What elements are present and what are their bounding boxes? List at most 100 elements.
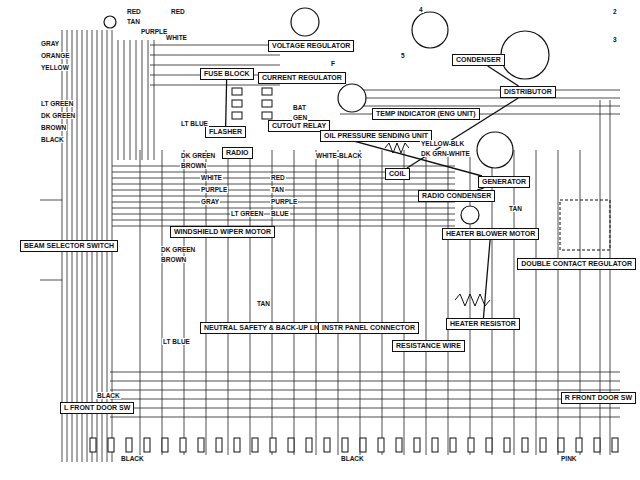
component-name: L FRONT DOOR SW: [64, 404, 130, 412]
connector-terminal: [198, 438, 204, 452]
connector-terminal: [468, 438, 474, 452]
connector-terminal: [558, 438, 564, 452]
wire: [150, 65, 280, 66]
wire-color-label: LT GREEN: [230, 210, 264, 217]
connector-terminal: [612, 438, 618, 452]
fuse-symbol: [262, 112, 272, 119]
connector-terminal: [360, 438, 366, 452]
wire: [580, 150, 581, 455]
wire: [272, 150, 273, 455]
coil-symbol: [385, 143, 409, 153]
component-label-box: RESISTANCE WIRE: [392, 340, 465, 352]
wire-color-label: RED: [126, 8, 142, 15]
wire: [340, 98, 620, 99]
wire-color-label: TAN: [126, 18, 141, 25]
component-housing: [412, 12, 448, 48]
component-housing: [104, 16, 116, 28]
connector-terminal: [594, 438, 600, 452]
wire-color-label: 3: [612, 36, 618, 43]
component-housing: [501, 31, 549, 79]
component-name: WINDSHIELD WIPER MOTOR: [174, 228, 271, 236]
wire: [130, 40, 131, 160]
component-label-box: COIL: [385, 168, 410, 180]
component-name: CONDENSER: [456, 56, 501, 64]
wire-color-label: BAT: [292, 104, 307, 111]
component-housing: [291, 8, 319, 36]
component-label-box: WINDSHIELD WIPER MOTOR: [170, 226, 275, 238]
component-name: HEATER BLOWER MOTOR: [446, 230, 535, 238]
wire: [184, 150, 185, 455]
wire: [142, 40, 143, 160]
wire: [536, 150, 537, 455]
connector-terminal: [288, 438, 294, 452]
component-name: DOUBLE CONTACT REGULATOR: [521, 260, 632, 268]
connector-terminal: [180, 438, 186, 452]
wire-connector: [483, 240, 490, 318]
wire: [150, 85, 280, 86]
connector-terminal: [234, 438, 240, 452]
wire: [404, 150, 405, 455]
wire-color-label: 2: [612, 8, 618, 15]
wire: [110, 408, 620, 409]
wire-color-label: BLACK: [40, 136, 65, 143]
component-label-box: RADIO CONDENSER: [418, 190, 495, 202]
wire: [112, 196, 455, 197]
wire-color-label: LT BLUE: [162, 338, 191, 345]
connector-terminal: [576, 438, 582, 452]
wire-color-label: BROWN: [180, 162, 207, 169]
component-name: CURRENT REGULATOR: [262, 74, 342, 82]
component-name: COIL: [389, 170, 406, 178]
wire-color-label: GRAY: [40, 40, 60, 47]
fuse-symbol: [232, 88, 242, 95]
connector-terminal: [162, 438, 168, 452]
wire: [250, 150, 251, 455]
wire: [154, 40, 155, 160]
wire: [382, 150, 383, 455]
wire: [558, 150, 559, 455]
component-label-box: INSTR PANEL CONNECTOR: [318, 322, 419, 334]
fuse-symbol: [232, 112, 242, 119]
component-name: FLASHER: [209, 128, 242, 136]
component-housing: [461, 206, 479, 224]
wire-color-label: LT BLUE: [180, 120, 209, 127]
wire-color-label: TAN: [256, 300, 271, 307]
wire: [340, 90, 620, 91]
wire-color-label: BLACK: [340, 455, 365, 462]
wire-color-label: RED: [270, 174, 286, 181]
wire: [150, 45, 280, 46]
wire-color-label: GEN: [292, 114, 308, 121]
wire: [112, 184, 455, 185]
wire: [124, 40, 125, 160]
component-label-box: FLASHER: [205, 126, 246, 138]
wire-color-label: DK GREEN: [40, 112, 76, 119]
component-name: RADIO: [226, 149, 249, 157]
component-name: GENERATOR: [482, 178, 526, 186]
wire-color-label: PURPLE: [270, 198, 298, 205]
wire: [110, 417, 620, 418]
wire: [206, 150, 207, 455]
wire-color-label: BROWN: [160, 256, 187, 263]
wire: [340, 106, 620, 107]
connector-terminal: [252, 438, 258, 452]
wire: [294, 150, 295, 455]
wire-color-label: F: [330, 60, 336, 67]
wire-color-label: WHITE: [200, 174, 223, 181]
connector-terminal: [504, 438, 510, 452]
connector-terminal: [378, 438, 384, 452]
wire: [110, 381, 620, 382]
wire-color-label: WHITE: [165, 34, 188, 41]
connector-terminal: [324, 438, 330, 452]
connector-terminal: [306, 438, 312, 452]
fuse-symbol: [262, 100, 272, 107]
wire-connector: [488, 66, 519, 86]
wire: [112, 226, 455, 227]
component-name: OIL PRESSURE SENDING UNIT: [324, 132, 428, 140]
wire-color-label: TAN: [270, 186, 285, 193]
connector-terminal: [414, 438, 420, 452]
component-housing: [338, 84, 366, 112]
component-label-box: CURRENT REGULATOR: [258, 72, 346, 84]
wire-color-label: DK GREEN: [180, 152, 216, 159]
component-name: INSTR PANEL CONNECTOR: [322, 324, 415, 332]
wire-color-label: LT GREEN: [40, 100, 74, 107]
connector-terminal: [108, 438, 114, 452]
